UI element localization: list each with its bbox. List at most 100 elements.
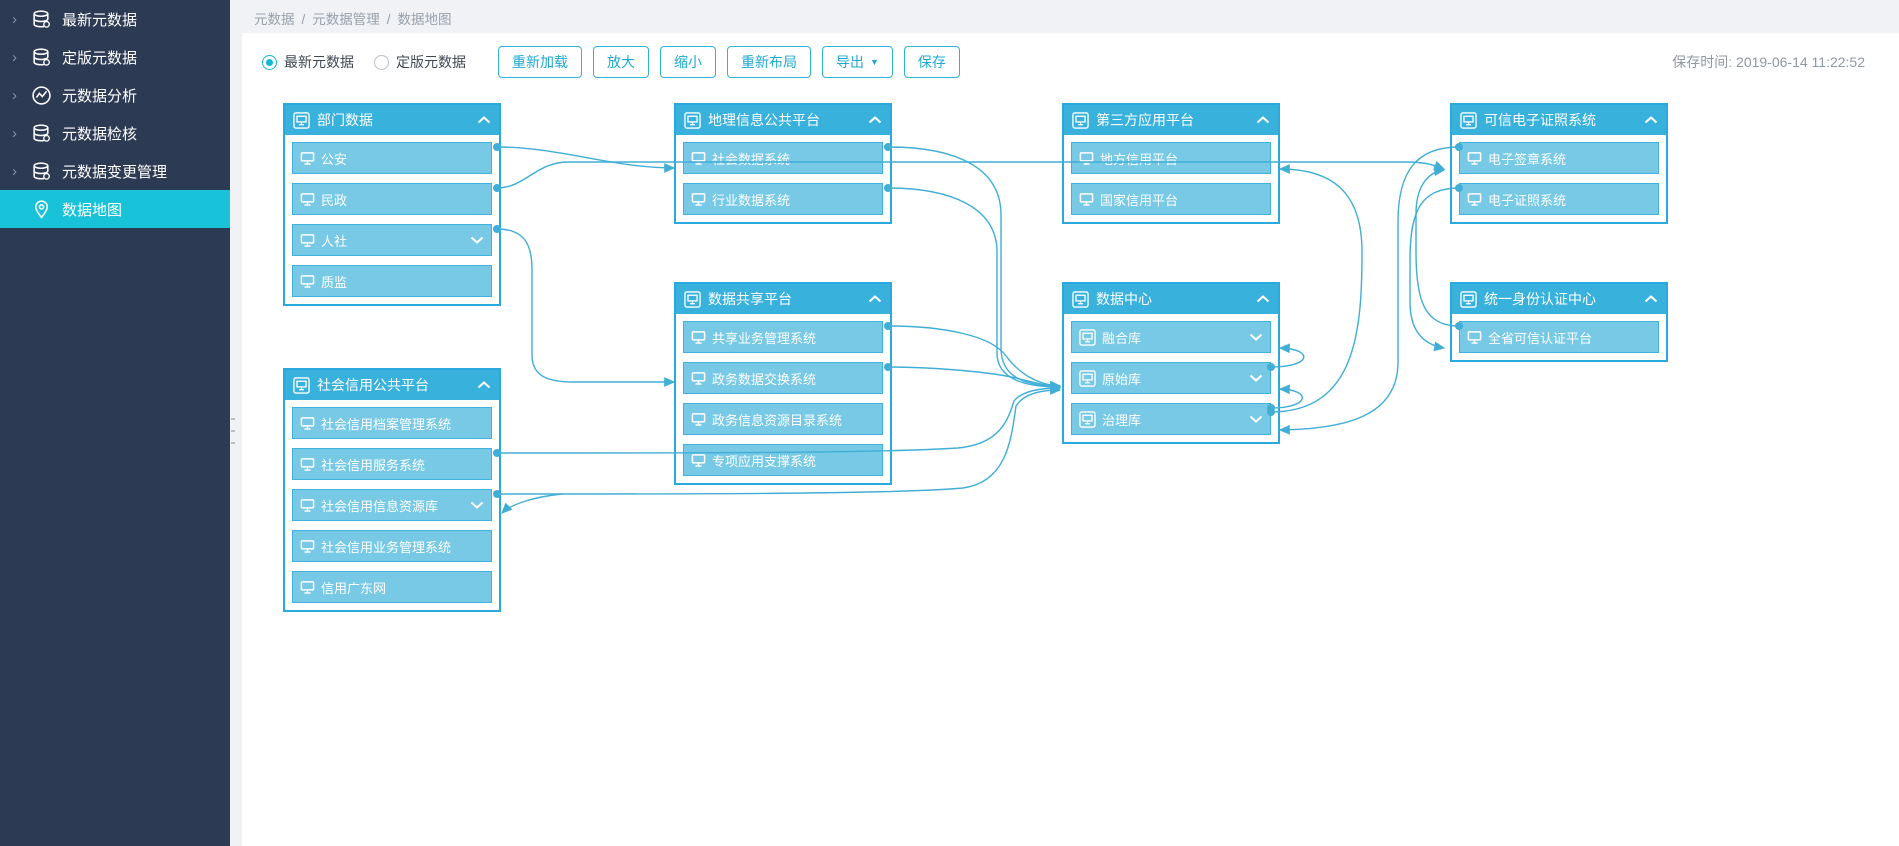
group-body: 社会信用档案管理系统社会信用服务系统社会信用信息资源库社会信用业务管理系统信用广… <box>285 400 499 610</box>
diagram-node-行业数据系统[interactable]: 行业数据系统 <box>683 183 883 215</box>
group-header[interactable]: 部门数据 <box>285 105 499 135</box>
radio-定版元数据[interactable]: 定版元数据 <box>374 52 466 72</box>
sidebar-item-定版元数据[interactable]: ›定版元数据 <box>0 38 230 76</box>
monitor-box-icon <box>1072 290 1089 308</box>
dropdown-caret-icon: ▼ <box>870 57 879 67</box>
diagram-group-地理信息公共平台[interactable]: 地理信息公共平台社会数据系统行业数据系统 <box>674 103 892 224</box>
diagram-node-融合库[interactable]: 融合库 <box>1071 321 1271 353</box>
database-new-icon <box>30 8 52 30</box>
diagram-node-社会信用服务系统[interactable]: 社会信用服务系统 <box>292 448 492 480</box>
diagram-node-人社[interactable]: 人社 <box>292 224 492 256</box>
group-header[interactable]: 第三方应用平台 <box>1064 105 1278 135</box>
monitor-icon <box>691 412 706 427</box>
sidebar-item-元数据分析[interactable]: ›元数据分析 <box>0 76 230 114</box>
diagram-node-政务信息资源目录系统[interactable]: 政务信息资源目录系统 <box>683 403 883 435</box>
collapse-chevron-icon[interactable] <box>868 295 882 303</box>
diagram-node-社会数据系统[interactable]: 社会数据系统 <box>683 142 883 174</box>
collapse-chevron-icon[interactable] <box>1256 295 1270 303</box>
radio-icon <box>262 54 277 70</box>
diagram-group-第三方应用平台[interactable]: 第三方应用平台地方信用平台国家信用平台 <box>1062 103 1280 224</box>
collapse-chevron-icon[interactable] <box>1644 295 1658 303</box>
group-header[interactable]: 可信电子证照系统 <box>1452 105 1666 135</box>
sidebar-item-元数据检核[interactable]: ›元数据检核 <box>0 114 230 152</box>
导出-button[interactable]: 导出▼ <box>822 46 893 78</box>
group-header[interactable]: 数据中心 <box>1064 284 1278 314</box>
diagram-node-原始库[interactable]: 原始库 <box>1071 362 1271 394</box>
放大-button[interactable]: 放大 <box>593 46 649 78</box>
diagram-node-信用广东网[interactable]: 信用广东网 <box>292 571 492 603</box>
expand-chevron-icon: › <box>12 124 17 142</box>
collapse-chevron-icon[interactable] <box>477 116 491 124</box>
collapse-chevron-icon[interactable] <box>868 116 882 124</box>
expand-chevron-icon[interactable] <box>1249 374 1263 382</box>
radio-icon <box>374 54 389 70</box>
sidebar: ›最新元数据›定版元数据›元数据分析›元数据检核›元数据变更管理数据地图 <box>0 0 230 846</box>
button-label: 重新加载 <box>512 54 568 70</box>
group-header[interactable]: 社会信用公共平台 <box>285 370 499 400</box>
sidebar-item-元数据变更管理[interactable]: ›元数据变更管理 <box>0 152 230 190</box>
expand-chevron-icon[interactable] <box>1249 333 1263 341</box>
diagram-node-社会信用档案管理系统[interactable]: 社会信用档案管理系统 <box>292 407 492 439</box>
group-body: 公安民政人社质监 <box>285 135 499 304</box>
sidebar-item-label: 数据地图 <box>62 201 123 219</box>
breadcrumb-item[interactable]: 元数据 <box>254 12 295 27</box>
diagram-node-电子证照系统[interactable]: 电子证照系统 <box>1459 183 1659 215</box>
node-label: 原始库 <box>1102 371 1142 387</box>
diagram-node-社会信用业务管理系统[interactable]: 社会信用业务管理系统 <box>292 530 492 562</box>
diagram-node-质监[interactable]: 质监 <box>292 265 492 297</box>
breadcrumb-item[interactable]: 数据地图 <box>397 12 452 27</box>
保存-button[interactable]: 保存 <box>903 46 960 78</box>
node-label: 人社 <box>321 233 348 249</box>
sidebar-item-数据地图[interactable]: 数据地图 <box>0 190 230 228</box>
diagram-group-统一身份认证中心[interactable]: 统一身份认证中心全省可信认证平台 <box>1450 282 1668 362</box>
group-title: 数据共享平台 <box>708 291 792 307</box>
collapse-chevron-icon[interactable] <box>477 381 491 389</box>
collapse-chevron-icon[interactable] <box>1256 116 1270 124</box>
sidebar-resize-handle[interactable] <box>231 418 236 444</box>
diagram-node-地方信用平台[interactable]: 地方信用平台 <box>1071 142 1271 174</box>
group-header[interactable]: 数据共享平台 <box>676 284 890 314</box>
expand-chevron-icon[interactable] <box>470 236 484 244</box>
diagram-group-可信电子证照系统[interactable]: 可信电子证照系统电子签章系统电子证照系统 <box>1450 103 1668 224</box>
diagram-group-数据共享平台[interactable]: 数据共享平台共享业务管理系统政务数据交换系统政务信息资源目录系统专项应用支撑系统 <box>674 282 892 485</box>
diagram-node-民政[interactable]: 民政 <box>292 183 492 215</box>
sidebar-item-最新元数据[interactable]: ›最新元数据 <box>0 0 230 38</box>
monitor-box-icon <box>684 290 701 308</box>
diagram-node-专项应用支撑系统[interactable]: 专项应用支撑系统 <box>683 444 883 476</box>
database-check-icon <box>30 46 52 68</box>
重新加载-button[interactable]: 重新加载 <box>498 46 582 78</box>
group-header[interactable]: 统一身份认证中心 <box>1452 284 1666 314</box>
diagram-node-公安[interactable]: 公安 <box>292 142 492 174</box>
diagram-node-全省可信认证平台[interactable]: 全省可信认证平台 <box>1459 321 1659 353</box>
diagram-group-数据中心[interactable]: 数据中心融合库原始库治理库 <box>1062 282 1280 444</box>
collapse-chevron-icon[interactable] <box>1644 116 1658 124</box>
radio-label: 最新元数据 <box>284 54 354 70</box>
group-body: 融合库原始库治理库 <box>1064 314 1278 442</box>
expand-chevron-icon[interactable] <box>1249 415 1263 423</box>
diagram-group-社会信用公共平台[interactable]: 社会信用公共平台社会信用档案管理系统社会信用服务系统社会信用信息资源库社会信用业… <box>283 368 501 612</box>
monitor-box-icon <box>1072 111 1089 129</box>
monitor-icon <box>300 274 315 289</box>
group-header[interactable]: 地理信息公共平台 <box>676 105 890 135</box>
group-title: 可信电子证照系统 <box>1484 112 1596 128</box>
diagram-group-部门数据[interactable]: 部门数据公安民政人社质监 <box>283 103 501 306</box>
diagram-node-共享业务管理系统[interactable]: 共享业务管理系统 <box>683 321 883 353</box>
缩小-button[interactable]: 缩小 <box>660 46 716 78</box>
node-label: 民政 <box>321 192 348 208</box>
diagram-node-国家信用平台[interactable]: 国家信用平台 <box>1071 183 1271 215</box>
diagram-node-政务数据交换系统[interactable]: 政务数据交换系统 <box>683 362 883 394</box>
group-body: 社会数据系统行业数据系统 <box>676 135 890 222</box>
sidebar-item-label: 定版元数据 <box>62 49 138 67</box>
expand-chevron-icon[interactable] <box>470 501 484 509</box>
monitor-icon <box>1467 192 1482 207</box>
diagram-node-社会信用信息资源库[interactable]: 社会信用信息资源库 <box>292 489 492 521</box>
node-label: 治理库 <box>1102 412 1142 428</box>
radio-最新元数据[interactable]: 最新元数据 <box>262 52 354 72</box>
monitor-icon <box>300 192 315 207</box>
diagram-node-电子签章系统[interactable]: 电子签章系统 <box>1459 142 1659 174</box>
diagram-node-治理库[interactable]: 治理库 <box>1071 403 1271 435</box>
group-title: 社会信用公共平台 <box>317 377 429 393</box>
monitor-icon <box>691 453 706 468</box>
重新布局-button[interactable]: 重新布局 <box>727 46 811 78</box>
breadcrumb-item[interactable]: 元数据管理 <box>312 12 380 27</box>
